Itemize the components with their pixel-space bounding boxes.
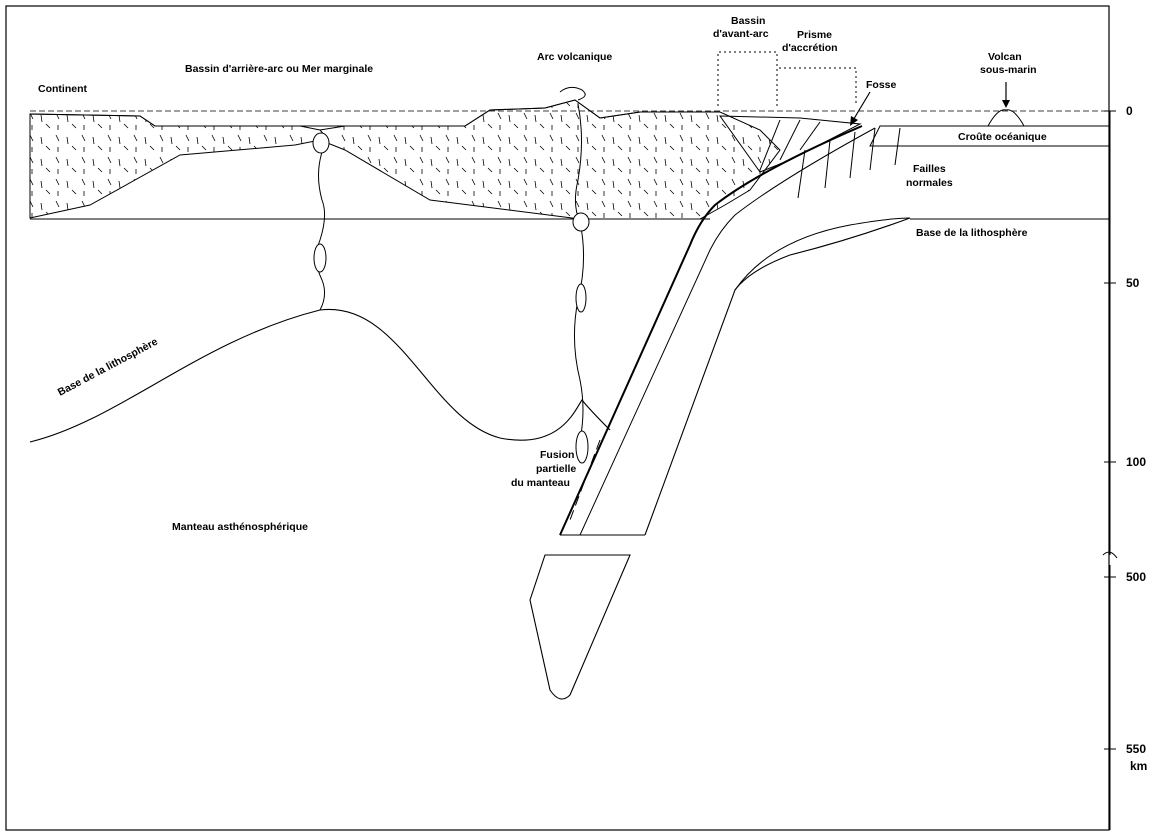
label-partial-melt-2: partielle xyxy=(536,463,576,475)
arc-magma-pocket xyxy=(576,284,586,312)
lithosphere-base-left-line xyxy=(30,309,610,442)
accretion-prism-bracket xyxy=(777,68,856,106)
arc-magma-chamber xyxy=(573,213,589,231)
label-seamount-2: sous-marin xyxy=(980,64,1037,76)
normal-fault-4 xyxy=(798,150,805,198)
normal-fault-1 xyxy=(870,128,875,170)
label-partial-melt-3: du manteau xyxy=(511,477,570,489)
label-oceanic-crust: Croûte océanique xyxy=(958,131,1047,143)
label-seamount-1: Volcan xyxy=(988,51,1022,63)
label-continent: Continent xyxy=(38,83,87,95)
label-partial-melt-1: Fusion xyxy=(540,449,574,461)
lithosphere-base-curve-right xyxy=(735,218,910,290)
depth-tick-50: 50 xyxy=(1126,276,1140,290)
depth-unit: km xyxy=(1130,759,1147,773)
forearc-basin-bracket xyxy=(718,52,777,106)
normal-fault-2 xyxy=(850,132,855,178)
seamount xyxy=(988,110,1024,126)
label-accretion-prism-2: d'accrétion xyxy=(782,42,838,54)
label-accretion-prism-1: Prisme xyxy=(797,29,832,41)
label-lithosphere-base-right: Base de la lithosphère xyxy=(916,227,1028,239)
back-arc-magma-pocket xyxy=(314,244,326,272)
trench-arrowhead xyxy=(850,116,858,126)
depth-tick-500: 500 xyxy=(1126,570,1146,584)
label-lithosphere-base-left: Base de la lithosphère xyxy=(56,336,160,399)
label-normal-faults-2: normales xyxy=(906,177,953,189)
label-normal-faults-1: Failles xyxy=(913,163,946,175)
label-trench: Fosse xyxy=(866,79,897,91)
depth-tick-0: 0 xyxy=(1126,104,1133,118)
arc-melt-diapir xyxy=(576,431,588,463)
depth-tick-550: 550 xyxy=(1126,742,1146,756)
label-volcanic-arc: Arc volcanique xyxy=(537,51,612,63)
trench-arrow xyxy=(852,92,870,122)
prism-fault-2 xyxy=(780,120,800,160)
back-arc-magma-chamber xyxy=(313,133,329,153)
back-arc-conduit xyxy=(316,130,325,310)
label-asthenospheric-mantle: Manteau asthénosphérique xyxy=(172,521,308,533)
volcano-plume xyxy=(560,87,585,100)
detached-slab xyxy=(530,555,630,699)
slab-bottom xyxy=(645,218,910,535)
label-forearc-basin-2: d'avant-arc xyxy=(713,28,769,40)
normal-fault-3 xyxy=(825,140,830,188)
depth-tick-100: 100 xyxy=(1126,455,1146,469)
label-back-arc-basin: Bassin d'arrière-arc ou Mer marginale xyxy=(185,63,373,75)
label-forearc-basin-1: Bassin xyxy=(731,15,765,27)
seamount-arrowhead xyxy=(1002,100,1010,108)
